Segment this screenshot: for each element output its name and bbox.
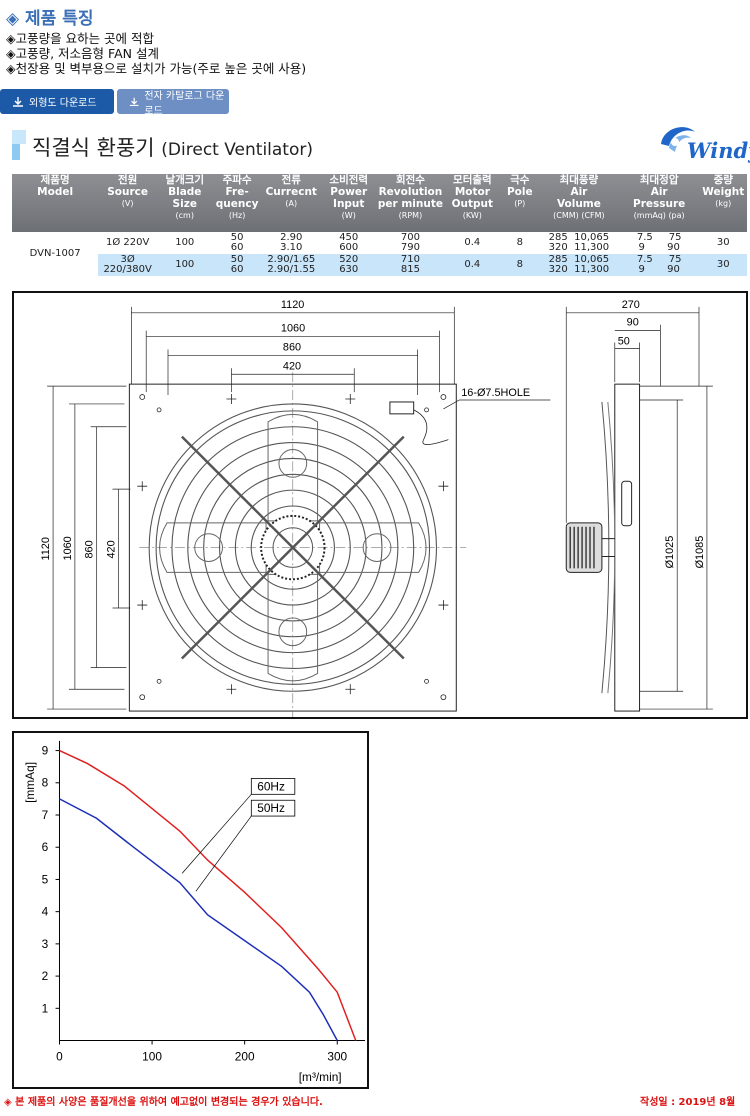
- windy-logo: Windy: [661, 127, 750, 163]
- x-tick-label: 300: [327, 1049, 347, 1063]
- y-tick-label: 4: [42, 905, 49, 919]
- x-tick-label: 100: [142, 1049, 162, 1063]
- download-icon: [129, 97, 139, 106]
- dim-depth-270: 270: [622, 299, 640, 311]
- x-tick-label: 200: [235, 1049, 255, 1063]
- legend-60hz: 60Hz: [257, 779, 285, 793]
- dim-height-1120: 1120: [40, 537, 52, 560]
- source-cell: 3Ø 220/380V: [98, 254, 158, 276]
- dim-height-1060: 1060: [62, 536, 74, 560]
- dimension-drawing: 1120 1060 860 420 1120 1060 860 420 16-Ø…: [12, 291, 748, 719]
- motor-cell: 0.4: [444, 254, 501, 276]
- chart-legend: 60Hz 50Hz: [181, 778, 296, 892]
- dim-dia-1025: Ø1025: [664, 536, 676, 569]
- y-tick-label: 9: [42, 744, 49, 758]
- catalog-download-label: 전자 카탈로그 다운로드: [144, 90, 225, 117]
- dim-width-1060: 1060: [281, 323, 305, 335]
- motor-cell: 0.4: [464, 237, 481, 248]
- side-view: [565, 383, 641, 712]
- dim-height-860: 860: [84, 540, 96, 558]
- y-tick-label: 7: [42, 808, 49, 822]
- dim-dia-1085: Ø1085: [694, 536, 706, 569]
- catalog-download-button[interactable]: 전자 카탈로그 다운로드: [117, 89, 229, 117]
- dim-height-420: 420: [106, 540, 118, 558]
- drawing-download-label: 외형도 다운로드: [29, 98, 97, 109]
- dim-depth-50: 50: [618, 336, 630, 348]
- feature-item: ◈고풍량, 저소음형 FAN 설계: [6, 46, 159, 61]
- brand-name: Windy: [687, 138, 750, 163]
- footer-date: 작성일 : 2019년 8월: [640, 1097, 736, 1108]
- feature-item: ◈천장용 및 벽부용으로 설치가 가능(주로 높은 곳에 사용): [6, 61, 307, 76]
- y-tick-label: 3: [42, 937, 49, 951]
- product-title-en: (Direct Ventilator): [161, 140, 313, 160]
- blade-cell: 100: [157, 254, 213, 276]
- y-axis-label: [mmAq]: [23, 762, 37, 803]
- download-icon: [13, 96, 23, 107]
- junction-box: [389, 401, 415, 415]
- pole-cell: 8: [500, 254, 540, 276]
- blade-cell: 100: [175, 237, 195, 248]
- series-line-50hz: [59, 798, 338, 1041]
- features-title: ◈ 제품 특징: [6, 9, 94, 29]
- chart-axes: [58, 740, 366, 1042]
- y-tick-label: 2: [42, 969, 49, 983]
- x-tick-label: 0: [56, 1049, 63, 1063]
- dim-width-860: 860: [283, 341, 301, 353]
- product-title: 직결식 환풍기 (Direct Ventilator): [32, 132, 313, 162]
- title-accent-bar: [12, 130, 20, 160]
- drawing-download-button[interactable]: 외형도 다운로드: [0, 89, 114, 114]
- dim-width-1120: 1120: [281, 299, 304, 311]
- y-tick-label: 1: [42, 1001, 49, 1015]
- product-title-ko: 직결식 환풍기: [32, 136, 155, 160]
- hole-note: 16-Ø7.5HOLE: [461, 387, 530, 399]
- dim-width-420: 420: [283, 360, 301, 372]
- dim-depth-90: 90: [627, 317, 639, 329]
- source-cell: 1Ø 220V: [105, 237, 150, 248]
- mounting-holes: [139, 394, 447, 701]
- y-tick-label: 6: [42, 840, 49, 854]
- legend-50hz: 50Hz: [257, 801, 285, 815]
- x-axis-label: [m³/min]: [299, 1070, 342, 1084]
- series-line-60hz: [59, 749, 357, 1041]
- performance-chart: [mmAq] [m³/min] 1 2 3 4 5 6 7 8 9 0 100 200 300 60Hz…: [12, 731, 369, 1089]
- pole-cell: 8: [516, 237, 523, 248]
- title-accent-square: [12, 130, 26, 144]
- fan-blades: [159, 413, 427, 682]
- feature-item: ◈고풍량을 요하는 곳에 적합: [6, 31, 155, 46]
- weight-cell: 30: [699, 254, 747, 276]
- footer-note: ◈ 본 제품의 사양은 품질개선을 위하여 예고없이 변경되는 경우가 있습니다…: [4, 1097, 323, 1108]
- y-tick-label: 8: [42, 776, 49, 790]
- y-tick-label: 5: [42, 872, 49, 886]
- weight-cell: 30: [716, 237, 730, 248]
- model-cell: DVN-1007: [29, 248, 81, 259]
